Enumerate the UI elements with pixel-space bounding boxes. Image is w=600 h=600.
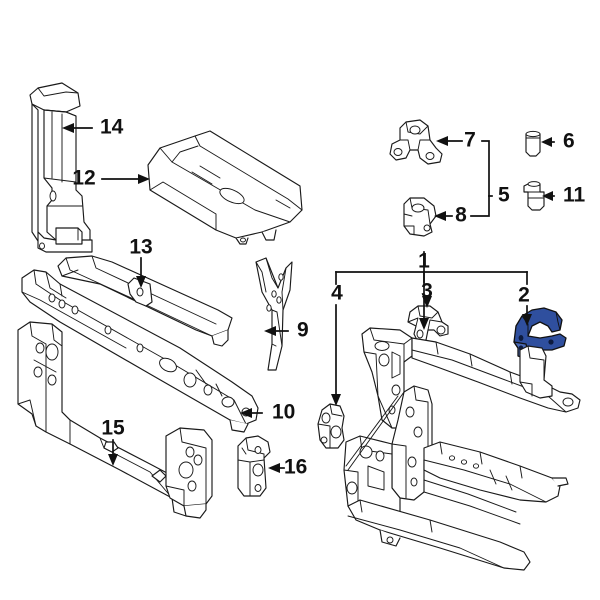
part-15-end-plate[interactable]	[165, 427, 213, 519]
callout-label-14[interactable]: 14	[100, 116, 124, 139]
callout-label-16[interactable]: 16	[284, 456, 307, 479]
callout-label-7[interactable]: 7	[464, 129, 476, 152]
part-9-diagonal-brace-stay[interactable]	[255, 257, 293, 371]
part-11-grommet-clip-flanged[interactable]	[523, 181, 545, 211]
part-8-lower-mount-bracket[interactable]	[403, 197, 437, 237]
callout-label-3[interactable]: 3	[421, 280, 433, 303]
callout-leader-4	[331, 304, 341, 406]
callout-leader-2	[522, 305, 532, 326]
callout-label-9[interactable]: 9	[297, 319, 309, 342]
part-3-hood-latch-support-bracket[interactable]	[407, 305, 449, 343]
part-4-lower-side-mount-bracket[interactable]	[317, 403, 345, 449]
callout-leader-7	[436, 136, 490, 197]
part-7-upper-mount-bracket[interactable]	[389, 119, 443, 165]
callout-leader-8	[434, 195, 490, 221]
callout-label-1[interactable]: 1	[418, 250, 430, 273]
callout-leader-9	[264, 326, 289, 336]
callout-label-6[interactable]: 6	[563, 130, 575, 153]
callout-label-4[interactable]: 4	[331, 282, 343, 305]
part-16-lower-side-bracket[interactable]	[237, 435, 271, 497]
callout-leader-15	[108, 439, 118, 466]
callout-leader-10	[240, 408, 263, 418]
callout-leader-3	[422, 295, 432, 308]
callout-leader-16	[268, 463, 285, 473]
callout-leader-6	[541, 137, 555, 147]
part-14-side-air-deflector-panel[interactable]	[29, 82, 93, 253]
callout-label-5[interactable]: 5	[498, 184, 510, 207]
callout-label-12[interactable]: 12	[72, 167, 95, 190]
callout-label-2[interactable]: 2	[518, 284, 530, 307]
callout-label-8[interactable]: 8	[455, 204, 467, 227]
part-6-grommet-clip-plain[interactable]	[525, 130, 541, 157]
part-13-upper-cover-panel[interactable]	[57, 255, 233, 347]
part-10-lower-crossmember-reinforcement[interactable]	[21, 269, 259, 433]
part-12-upper-air-deflector-seal[interactable]	[147, 130, 303, 245]
callout-label-10[interactable]: 10	[272, 401, 295, 424]
callout-label-13[interactable]: 13	[129, 236, 152, 259]
callout-leader-14	[62, 123, 93, 133]
callout-leader-1	[335, 251, 528, 330]
callout-leader-11	[542, 191, 555, 201]
callout-label-15[interactable]: 15	[101, 417, 125, 440]
part-1-radiator-support-assembly[interactable]	[343, 327, 581, 571]
callout-label-11[interactable]: 11	[563, 184, 586, 207]
callout-leader-12	[101, 174, 150, 184]
callout-leader-13	[136, 257, 146, 288]
